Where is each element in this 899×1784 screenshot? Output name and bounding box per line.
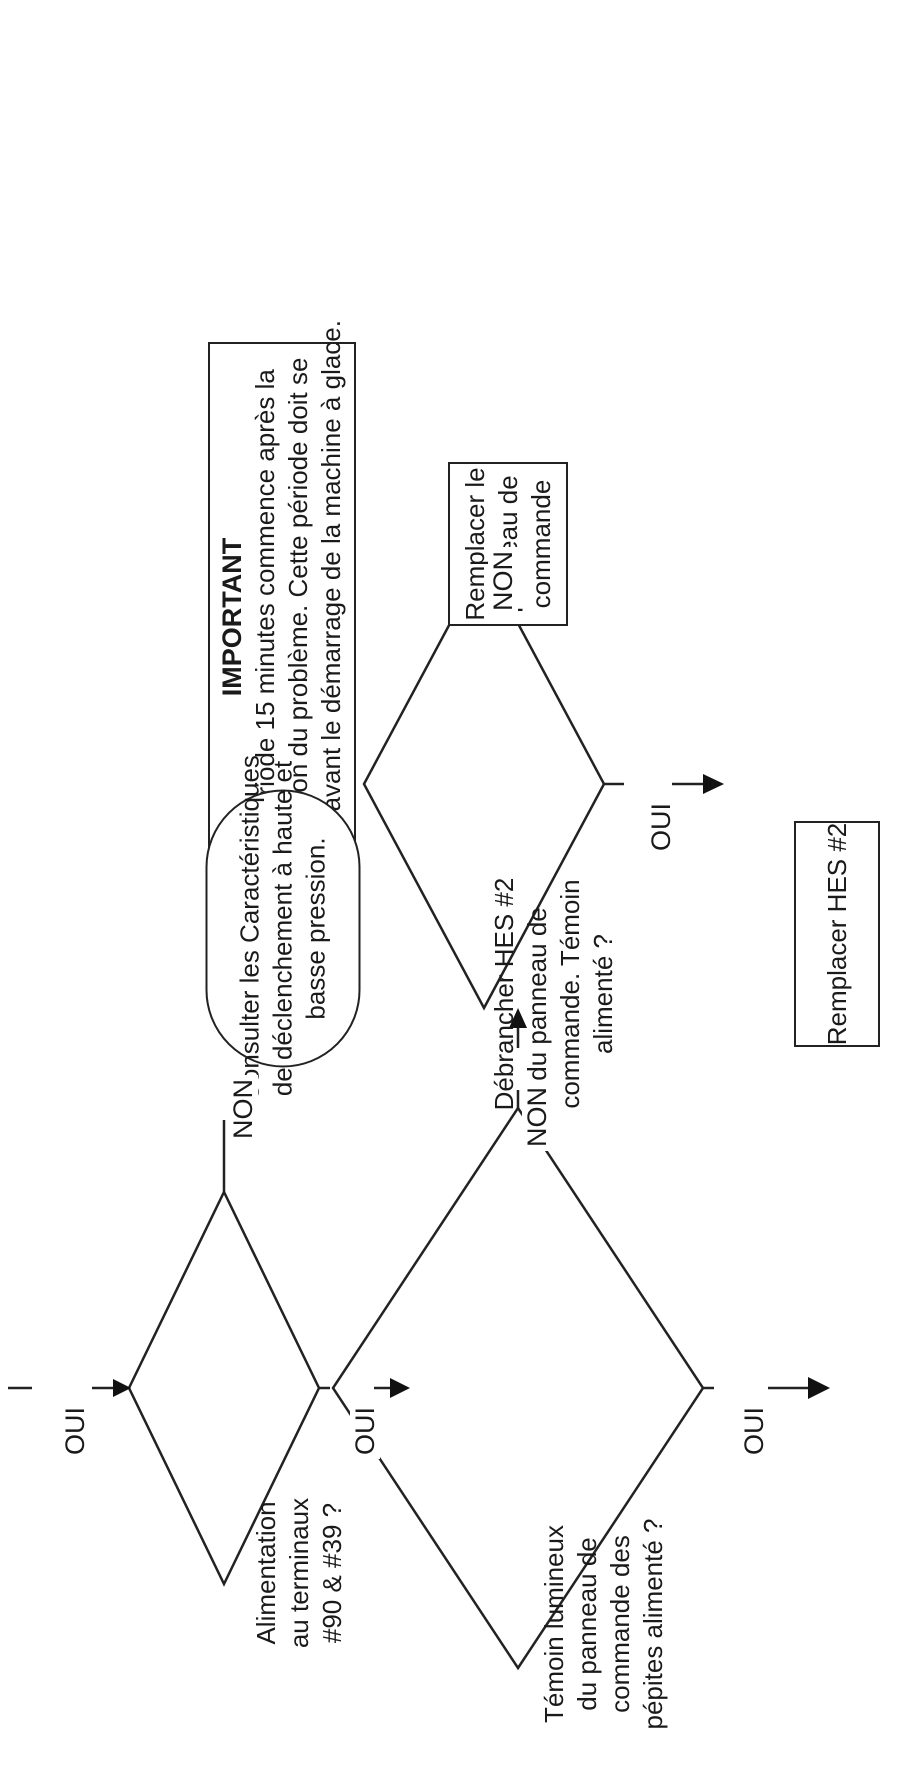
- arrowhead-debrancher-oui: [703, 774, 724, 794]
- remplacer-panneau-line: Remplacer le: [459, 467, 490, 621]
- alimentation-line: Alimentation: [250, 1501, 281, 1645]
- label-oui-alim: OUI: [350, 1403, 381, 1460]
- debrancher-line: commande. Témoin: [555, 879, 585, 1109]
- flowchart-connectors: [8, 486, 830, 1671]
- label-non-alim: NON: [228, 1075, 258, 1143]
- debrancher-text: Débrancher HES #2 du panneau de commande…: [484, 854, 624, 1134]
- alimentation-line: #90 & #39 ?: [316, 1502, 347, 1644]
- remplacer-hes-box: Remplacer HES #2: [794, 821, 880, 1047]
- debrancher-line: du panneau de: [522, 907, 552, 1081]
- label-non-debrancher: NON: [488, 547, 518, 615]
- arrowhead-temoin-oui: [808, 1377, 830, 1399]
- arrowhead-temoin-non: [509, 1008, 527, 1028]
- remplacer-panneau-line: commande: [525, 479, 556, 609]
- important-title: IMPORTANT: [217, 537, 247, 697]
- label-non-temoin: NON: [522, 1083, 552, 1151]
- temoin-line: Témoin lumineux: [539, 1525, 569, 1723]
- consulter-line: de déclenchement à haute et: [267, 760, 298, 1097]
- label-oui-debrancher: OUI: [646, 799, 677, 856]
- troubleshooting-flowchart: IMPORTANT Un période 15 minutes commence…: [8, 320, 880, 1730]
- temoin-line: commande des: [605, 1535, 635, 1713]
- arrowhead-entry: [113, 1379, 131, 1397]
- alimentation-text: Alimentation au terminaux #90 & #39 ?: [244, 1443, 354, 1703]
- consulter-terminal: Consulter les Caractéristiques de déclen…: [205, 755, 361, 1102]
- debrancher-line: alimenté ?: [588, 934, 618, 1054]
- consulter-line: Consulter les Caractéristiques: [234, 755, 265, 1102]
- alimentation-line: au terminaux: [283, 1497, 314, 1649]
- arrowhead-alim-oui: [390, 1378, 410, 1398]
- temoin-line: pépites alimenté ?: [638, 1518, 668, 1730]
- debrancher-line: Débrancher HES #2: [489, 877, 519, 1111]
- temoin-text: Témoin lumineux du panneau de commande d…: [534, 1464, 674, 1784]
- label-oui-entry: OUI: [60, 1403, 91, 1460]
- remplacer-hes-line: Remplacer HES #2: [821, 822, 852, 1046]
- temoin-line: du panneau de: [572, 1537, 602, 1711]
- consulter-line: basse pression.: [300, 837, 331, 1020]
- label-oui-temoin: OUI: [739, 1403, 770, 1460]
